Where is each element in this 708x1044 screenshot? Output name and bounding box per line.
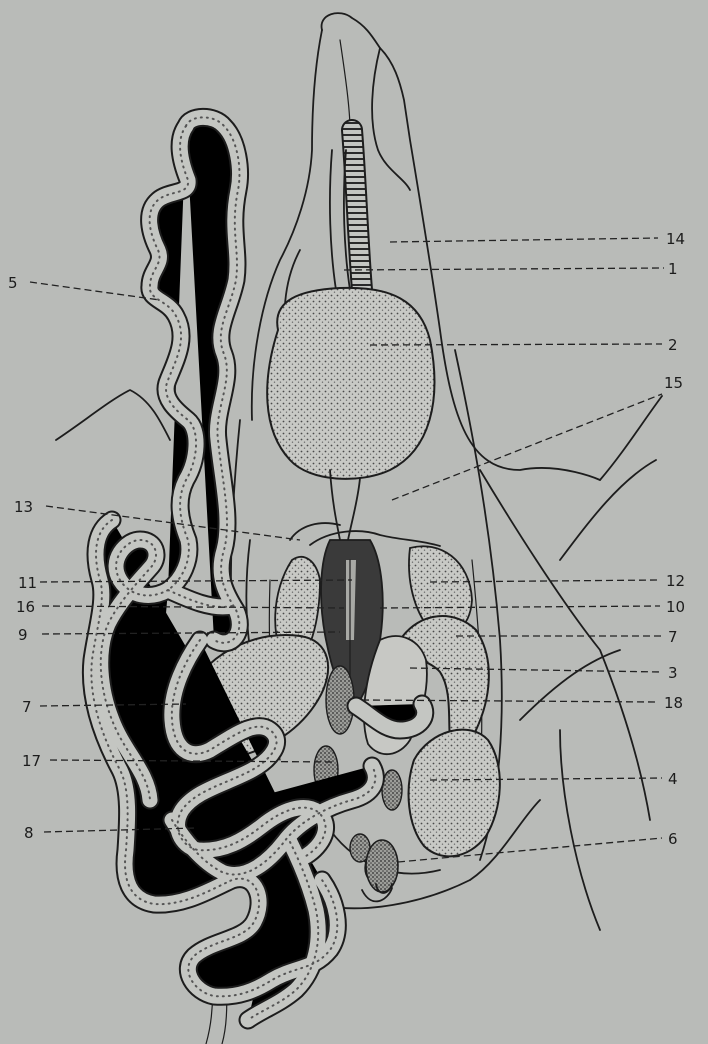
cloaca <box>366 840 398 893</box>
label-4: 4 <box>668 770 678 788</box>
label-5: 5 <box>8 274 18 292</box>
label-8: 8 <box>24 824 34 842</box>
label-7-left: 7 <box>22 698 32 716</box>
leader-14 <box>390 238 658 242</box>
label-12: 12 <box>666 572 685 590</box>
label-7-right: 7 <box>668 628 678 646</box>
gizzard <box>409 730 500 857</box>
label-14: 14 <box>666 230 685 248</box>
label-16: 16 <box>16 598 35 616</box>
label-10: 10 <box>666 598 685 616</box>
label-13: 13 <box>14 498 33 516</box>
label-3: 3 <box>668 664 678 682</box>
label-17: 17 <box>22 752 41 770</box>
crop <box>267 288 434 540</box>
leader-1 <box>344 268 664 270</box>
leader-5 <box>30 282 160 300</box>
label-6: 6 <box>668 830 678 848</box>
label-18: 18 <box>664 694 683 712</box>
label-2: 2 <box>668 336 678 354</box>
label-9: 9 <box>18 626 28 644</box>
label-1: 1 <box>668 260 678 278</box>
label-15: 15 <box>664 374 683 392</box>
label-11: 11 <box>18 574 37 592</box>
